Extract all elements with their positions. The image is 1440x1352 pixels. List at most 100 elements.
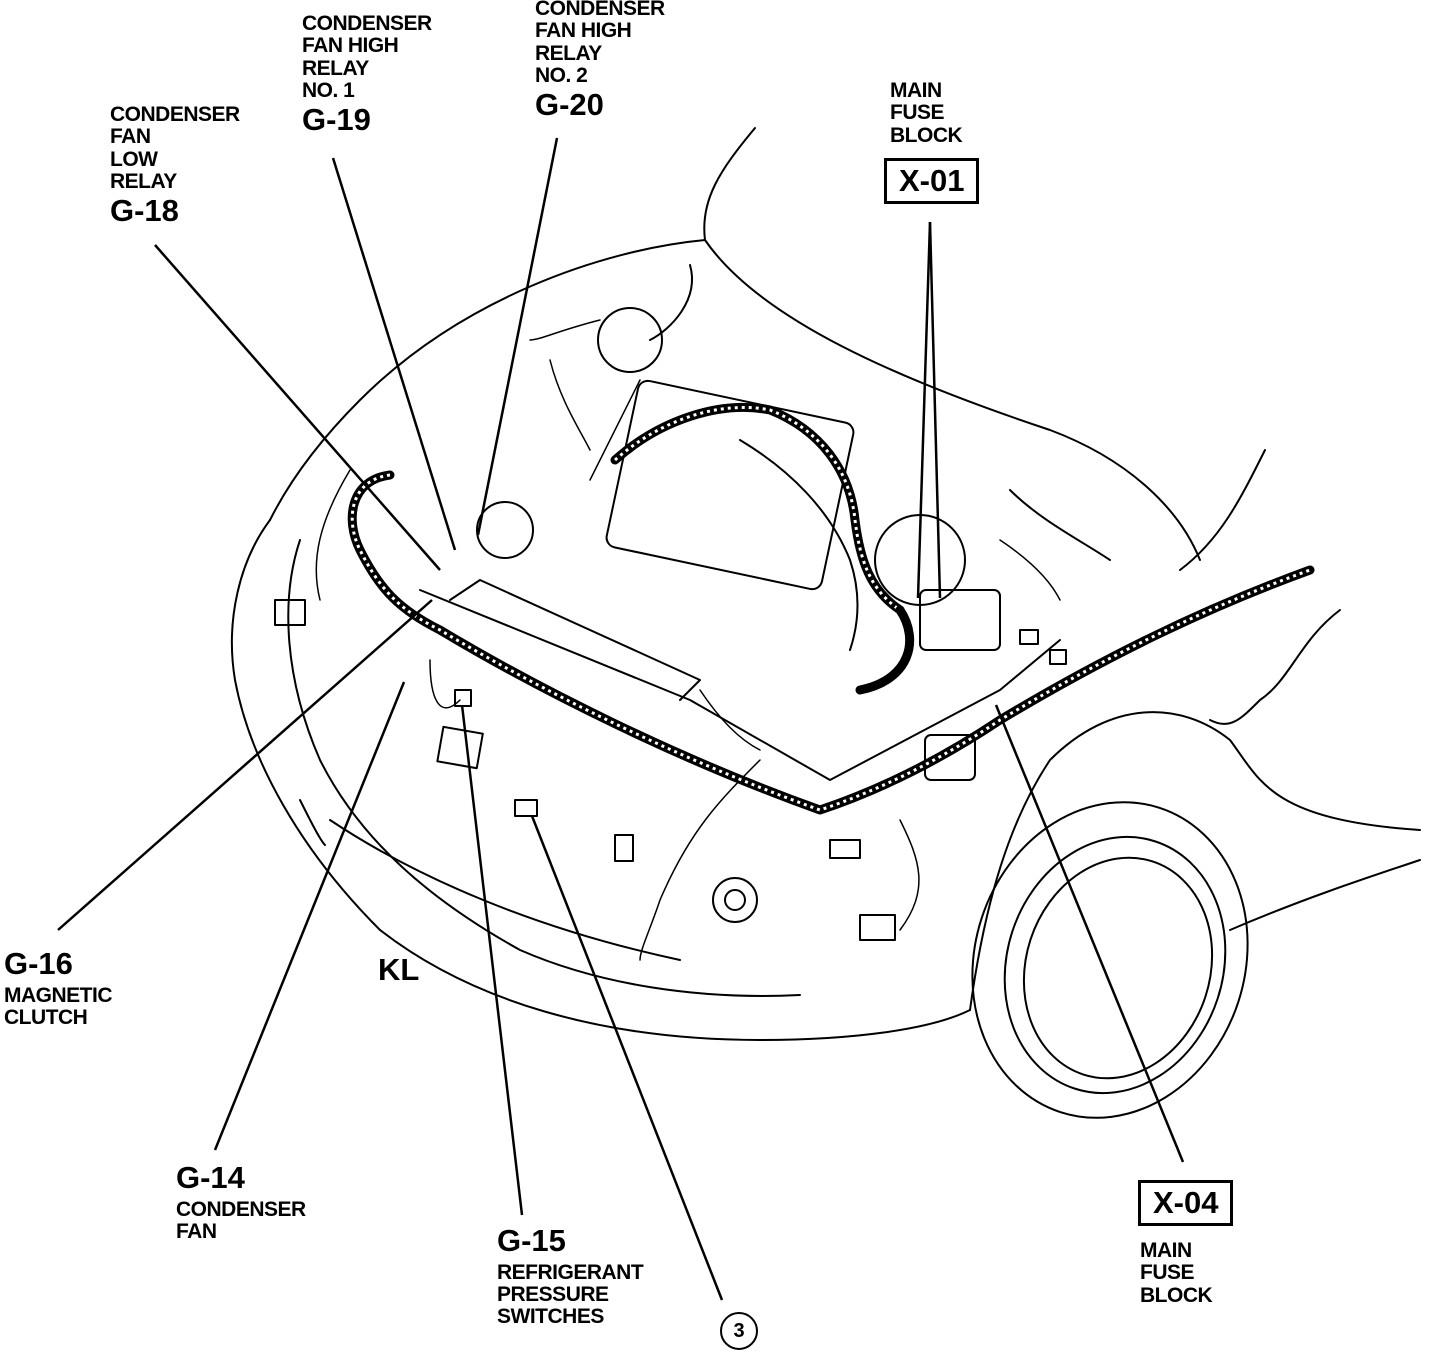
g20-desc-3: RELAY <box>535 41 602 65</box>
connector-g <box>614 834 634 862</box>
reservoir-tank <box>597 307 663 373</box>
g14-desc-2: FAN <box>176 1220 217 1244</box>
main-fuse-block-box <box>924 734 976 781</box>
x04-desc-1: MAIN <box>1140 1239 1192 1262</box>
g18-desc-1: CONDENSER <box>110 103 240 126</box>
g20-desc-2: FAN HIGH <box>535 19 632 43</box>
x04-desc-2: FUSE <box>1140 1261 1195 1285</box>
connector-h <box>1019 629 1039 645</box>
g18-desc-3: LOW <box>110 147 158 171</box>
wire-branch-8 <box>429 659 461 709</box>
leader-lines <box>57 137 1185 1301</box>
callout-x01-box: X-01 <box>884 158 980 204</box>
fan-shroud <box>476 501 534 559</box>
windshield-line <box>1179 449 1266 571</box>
x04-code: X-04 <box>1138 1180 1234 1226</box>
leader-x04 <box>994 704 1185 1163</box>
wiring-harness <box>347 403 1315 815</box>
alternator <box>712 877 758 923</box>
harness-engine <box>610 403 905 615</box>
leader-g19 <box>331 157 457 551</box>
g19-desc-4: NO. 1 <box>302 78 355 102</box>
wire-branch-9 <box>999 539 1061 601</box>
callout-g16: G-16 MAGNETIC CLUTCH <box>4 946 113 1030</box>
sill-line <box>1229 859 1421 931</box>
connector-i <box>1049 649 1067 665</box>
g20-desc-1: CONDENSER <box>535 0 665 20</box>
leader-g16 <box>57 599 433 931</box>
side-label-kl: KL <box>378 952 420 987</box>
wire-branch-6 <box>899 819 920 931</box>
wire-branch-1 <box>549 359 591 451</box>
callout-g15: G-15 REFRIGERANT PRESSURE SWITCHES <box>497 1223 644 1329</box>
g16-desc-2: CLUTCH <box>4 1006 88 1030</box>
wire-branch-7 <box>315 469 351 601</box>
callout-g19: CONDENSER FAN HIGH RELAY NO. 1 G-19 <box>302 12 432 137</box>
engine-block <box>605 379 855 591</box>
wire-branch-5 <box>639 759 761 961</box>
hose-right <box>1209 609 1341 725</box>
connector-b <box>436 725 484 770</box>
g19-desc-3: RELAY <box>302 56 369 80</box>
harness-fuse-block <box>855 605 915 695</box>
harness-main <box>347 470 1315 815</box>
intake-manifold <box>739 439 859 651</box>
g18-desc-4: RELAY <box>110 169 177 193</box>
hood-front-edge <box>269 239 706 521</box>
radiator-core <box>449 579 701 701</box>
fender-line <box>969 711 1421 1011</box>
bumper-inner <box>287 539 801 997</box>
x01-desc-1: MAIN <box>890 79 942 102</box>
leader-x01-b <box>928 221 942 599</box>
g20-desc-4: NO. 2 <box>535 63 588 87</box>
x01-desc-3: BLOCK <box>890 123 963 147</box>
engine-components <box>274 264 1341 961</box>
radiator-support <box>419 589 1061 781</box>
callout-x04-box: X-04 <box>1138 1180 1234 1226</box>
connector-d <box>829 839 861 859</box>
g15-desc-3: SWITCHES <box>497 1305 604 1329</box>
leader-g14 <box>213 681 406 1151</box>
g16-desc-1: MAGNETIC <box>4 983 113 1007</box>
callout-g20: CONDENSER FAN HIGH RELAY NO. 2 G-20 <box>535 0 665 122</box>
x01-code: X-01 <box>884 158 980 204</box>
hose-upper <box>649 264 693 341</box>
leader-ground-3 <box>530 815 724 1301</box>
wire-branch-3 <box>589 379 641 481</box>
g19-desc-1: CONDENSER <box>302 12 432 35</box>
air-duct <box>1009 489 1111 561</box>
g15-code: G-15 <box>497 1223 566 1258</box>
connector-f <box>454 689 472 707</box>
g14-code: G-14 <box>176 1160 245 1195</box>
hood-outline <box>703 127 1201 561</box>
callout-x04: MAIN FUSE BLOCK <box>1140 1239 1213 1307</box>
g20-code: G-20 <box>535 87 604 122</box>
g16-code: G-16 <box>4 946 73 981</box>
callout-g18: CONDENSER FAN LOW RELAY G-18 <box>110 103 240 228</box>
x01-desc-2: FUSE <box>890 101 945 125</box>
callout-x01: MAIN FUSE BLOCK <box>890 79 963 147</box>
g18-desc-2: FAN <box>110 125 151 149</box>
g15-desc-2: PRESSURE <box>497 1283 609 1307</box>
connector-e <box>514 799 538 817</box>
connector-c <box>859 914 896 941</box>
g19-desc-2: FAN HIGH <box>302 34 399 58</box>
x04-desc-3: BLOCK <box>1140 1283 1213 1307</box>
callout-g14: G-14 CONDENSER FAN <box>176 1160 306 1244</box>
leader-g20 <box>476 137 559 536</box>
fog-lamp <box>299 799 326 846</box>
g15-desc-1: REFRIGERANT <box>497 1260 644 1284</box>
g14-desc-1: CONDENSER <box>176 1197 306 1221</box>
g18-code: G-18 <box>110 193 179 228</box>
front-wheel <box>971 801 1249 1119</box>
alternator-pulley <box>724 889 746 911</box>
wire-branch-2 <box>529 319 601 341</box>
bumper-upper <box>230 519 971 1041</box>
battery <box>919 589 1001 651</box>
leader-x01-a <box>916 221 932 599</box>
connector-a <box>274 599 306 626</box>
leader-g15 <box>460 704 524 1216</box>
grille-line <box>329 819 681 961</box>
g19-code: G-19 <box>302 102 371 137</box>
